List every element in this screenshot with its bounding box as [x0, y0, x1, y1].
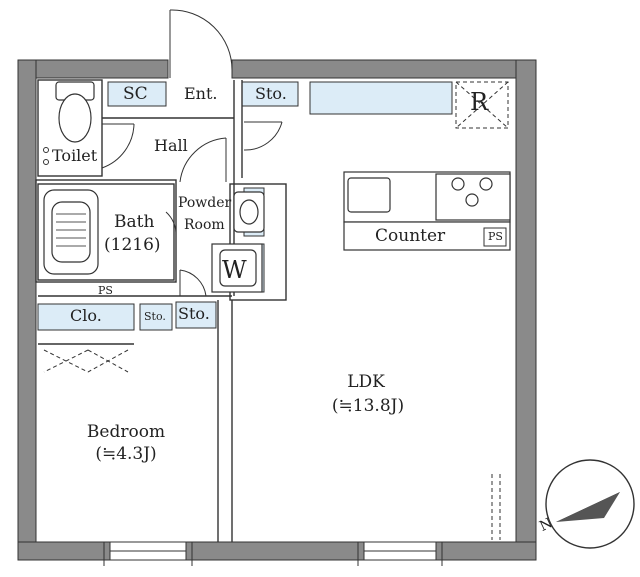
label-ps-kitchen: PS	[488, 230, 503, 243]
label-ldk: LDK	[347, 372, 385, 392]
toilet-fixture	[55, 81, 95, 143]
label-closet: Clo.	[70, 306, 102, 325]
label-ldk-size: (≒13.8J)	[331, 396, 405, 416]
kitchen-counter	[343, 171, 511, 251]
label-storage-small: Sto.	[144, 310, 166, 323]
label-counter: Counter	[375, 226, 446, 246]
label-powder-2: Room	[184, 217, 225, 233]
label-toilet: Toilet	[52, 146, 98, 165]
closet-doors	[43, 349, 501, 540]
label-bedroom-size: (≒4.3J)	[95, 444, 157, 464]
label-storage-top: Sto.	[255, 84, 287, 103]
compass	[545, 459, 635, 549]
label-storage-mid: Sto.	[178, 304, 210, 323]
entrance-door	[167, 9, 233, 78]
label-sc: SC	[123, 84, 148, 104]
label-bedroom: Bedroom	[86, 422, 166, 442]
label-hall: Hall	[154, 136, 188, 155]
label-bath: Bath	[114, 212, 155, 232]
washbasin	[233, 191, 265, 233]
washer-box	[211, 243, 263, 293]
label-powder-1: Powder	[178, 195, 232, 211]
label-ps-bath: PS	[98, 284, 113, 297]
label-roof: R	[470, 88, 489, 116]
label-entrance: Ent.	[184, 84, 218, 103]
label-bath-size: (1216)	[104, 235, 161, 255]
bathtub	[43, 189, 99, 275]
door-swings	[101, 121, 283, 297]
label-washer: W	[222, 256, 247, 284]
roof-hatch	[455, 81, 509, 129]
